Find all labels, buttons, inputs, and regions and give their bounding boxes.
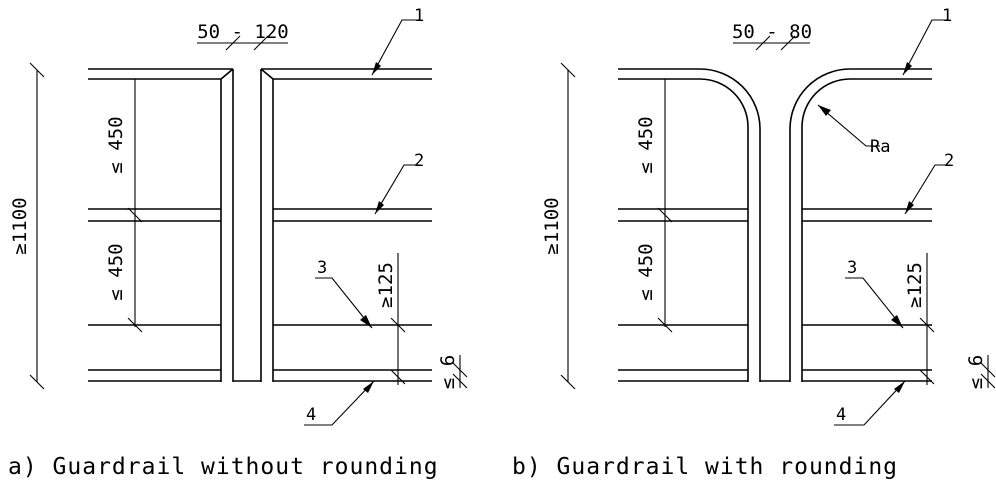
spacing-dimension-b: ≤ 450 ≤ 450 <box>635 79 673 333</box>
top-rail-b <box>618 68 932 382</box>
gap-dimension-a: 50 - 120 <box>197 21 289 51</box>
spacing-dimension-a: ≤ 450 ≤ 450 <box>105 79 143 333</box>
height-dimension-b: ≥1100 <box>541 62 576 390</box>
lower-spacing-label-b: ≤ 450 <box>635 243 657 300</box>
height-dimension-a: ≥1100 <box>9 62 45 390</box>
height-label-a: ≥1100 <box>9 197 31 254</box>
callout-3-b: 3 <box>847 258 857 278</box>
callout-3-a: 3 <box>317 258 327 278</box>
radius-label-b: Ra <box>870 137 890 157</box>
gap-dimension-b: 50 - 80 <box>732 21 812 51</box>
height-label-b: ≥1100 <box>541 197 563 254</box>
upper-spacing-label-b: ≤ 450 <box>635 116 657 173</box>
toeboard-height-label-a: ≥125 <box>375 262 397 308</box>
callout-4-b: 4 <box>836 405 846 425</box>
intermediate-rail-a <box>88 208 432 222</box>
toeboard-gap-label-a: ≤ 6 <box>437 355 459 389</box>
panel-a: ≥1100 <box>8 6 468 480</box>
lower-spacing-label-a: ≤ 450 <box>105 243 127 300</box>
callout-2-b: 2 <box>944 151 954 171</box>
callouts-b: 1 2 3 4 <box>834 6 954 426</box>
radius-callout-b: Ra <box>817 104 890 157</box>
callouts-a: 1 2 3 4 <box>304 6 424 426</box>
posts-a <box>220 69 274 382</box>
gap-label-b: 50 - 80 <box>732 21 812 43</box>
toeboard-height-label-b: ≥125 <box>904 262 926 308</box>
upper-spacing-label-a: ≤ 450 <box>105 116 127 173</box>
caption-b: b) Guardrail with rounding <box>512 454 898 480</box>
gap-label-a: 50 - 120 <box>197 21 289 43</box>
intermediate-rail-b <box>618 208 932 222</box>
toeboard-dimensions-a: ≥125 ≤ 6 <box>375 253 468 389</box>
toeboard-a <box>88 324 432 382</box>
toeboard-dimensions-b: ≥125 ≤ 6 <box>904 253 996 389</box>
caption-a: a) Guardrail without rounding <box>8 454 439 480</box>
callout-1-a: 1 <box>414 6 424 26</box>
panel-b: ≥1100 <box>512 6 996 480</box>
callout-1-b: 1 <box>942 6 952 26</box>
callout-4-a: 4 <box>306 405 316 425</box>
toeboard-b <box>618 324 932 382</box>
callout-2-a: 2 <box>414 151 424 171</box>
top-rail-a <box>88 68 432 80</box>
toeboard-gap-label-b: ≤ 6 <box>965 355 987 389</box>
